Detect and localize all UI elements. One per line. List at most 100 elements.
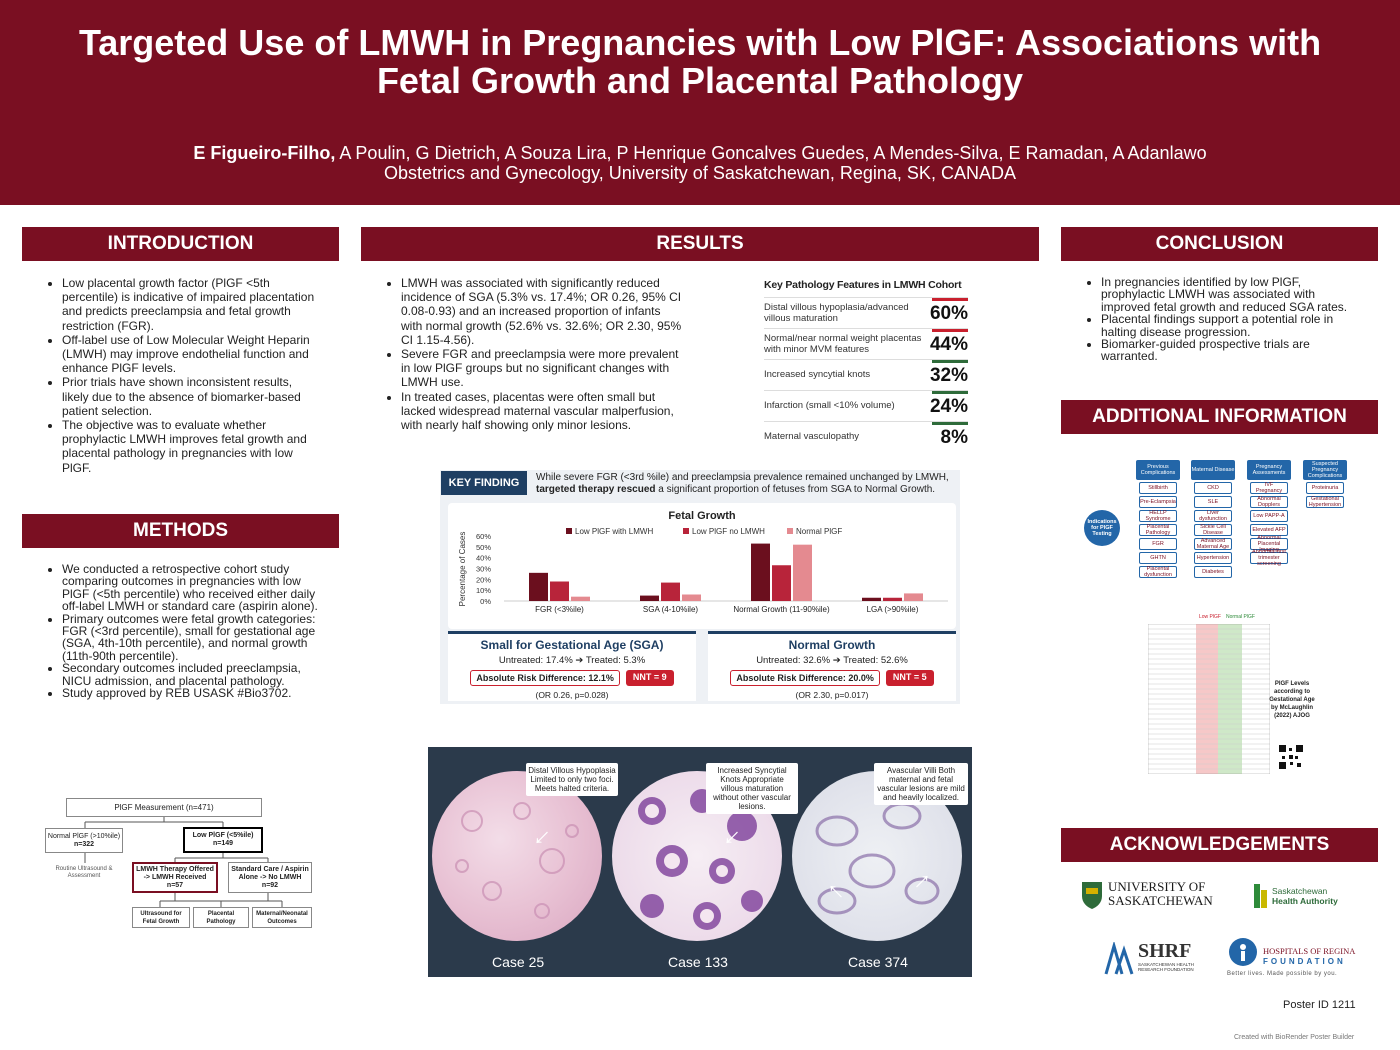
sga-nnt: NNT = 9 bbox=[625, 670, 674, 686]
pathology-row: Maternal vasculopathy 8% bbox=[764, 421, 968, 452]
micrograph-callout-3: Avascular Villi Both maternal and fetal … bbox=[874, 763, 968, 805]
key-finding-text-a: While severe FGR (<3rd %ile) and preecla… bbox=[536, 472, 949, 483]
x-tick-label: Normal Growth (11-90%ile) bbox=[733, 605, 830, 614]
y-tick-label: 20% bbox=[476, 575, 491, 584]
flow-std-label: Standard Care / Aspirin Alone -> No LMWH bbox=[231, 865, 309, 881]
bar bbox=[793, 544, 812, 601]
list-item: Low placental growth factor (PlGF <5th p… bbox=[62, 276, 319, 333]
conclusion-list: In pregnancies identified by low PlGF, p… bbox=[1083, 276, 1358, 363]
table-normal-label: Normal PlGF bbox=[1226, 614, 1255, 620]
indications-item: Placental dysfunction bbox=[1139, 566, 1177, 578]
coauthors: A Poulin, G Dietrich, A Souza Lira, P He… bbox=[335, 143, 1207, 163]
indications-column-head: Suspected Pregnancy Complications bbox=[1303, 460, 1347, 480]
pathology-title: Key Pathology Features in LMWH Cohort bbox=[764, 279, 962, 291]
indications-column-head: Previous Complications bbox=[1136, 460, 1180, 480]
bar bbox=[883, 597, 902, 601]
sga-ard: Absolute Risk Difference: 12.1% bbox=[470, 670, 620, 686]
shrf-mark-icon bbox=[1104, 942, 1134, 975]
indications-column-head: Maternal Disease bbox=[1191, 460, 1235, 480]
pathology-label: Normal/near normal weight placentas with… bbox=[764, 333, 922, 355]
plgf-reference-table bbox=[1148, 624, 1270, 774]
shrf-sub: SASKATCHEWAN HEALTH RESEARCH FOUNDATION bbox=[1138, 962, 1194, 972]
poster-id: Poster ID 1211 bbox=[1283, 999, 1356, 1011]
indications-item: Pre-Eclampsia bbox=[1139, 496, 1177, 508]
pathology-bar bbox=[932, 298, 968, 301]
indications-item: HELLP Syndrome bbox=[1139, 510, 1177, 522]
x-tick-label: FGR (<3%ile) bbox=[535, 605, 584, 614]
indications-item: FGR bbox=[1139, 538, 1177, 550]
indications-item: GHTN bbox=[1139, 552, 1177, 564]
legend-label: Low PlGF no LMWH bbox=[692, 527, 765, 536]
list-item: Study approved by REB USASK #Bio3702. bbox=[62, 687, 324, 700]
indications-item: Hypertension bbox=[1194, 552, 1232, 564]
micrograph-case-133 bbox=[612, 771, 782, 941]
indications-center: Indications for PlGF Testing bbox=[1084, 510, 1120, 546]
results-list: LMWH was associated with significantly r… bbox=[383, 276, 683, 432]
bar bbox=[904, 593, 923, 601]
list-item: Biomarker-guided prospective trials are … bbox=[1101, 338, 1358, 363]
sga-card-title: Small for Gestational Age (SGA) bbox=[480, 638, 664, 652]
y-tick-label: 50% bbox=[476, 543, 491, 552]
indications-item: Diabetes bbox=[1194, 566, 1232, 578]
hor-tagline: Better lives. Made possible by you. bbox=[1227, 971, 1338, 977]
bar bbox=[529, 572, 548, 601]
introduction-list: Low placental growth factor (PlGF <5th p… bbox=[44, 276, 319, 475]
shrf-name: SHRF bbox=[1138, 940, 1192, 962]
micrograph-case-25 bbox=[432, 771, 602, 941]
list-item: LMWH was associated with significantly r… bbox=[401, 276, 683, 347]
flow-lmwh-label: LMWH Therapy Offered -> LMWH Received bbox=[136, 865, 214, 881]
sga-or: (OR 0.26, p=0.028) bbox=[535, 690, 609, 700]
flow-outcome-ultrasound: Ultrasound for Fetal Growth bbox=[132, 907, 190, 928]
pathology-label: Maternal vasculopathy bbox=[764, 431, 860, 442]
hor-emblem-icon bbox=[1229, 938, 1257, 966]
builder-credit: Created with BioRender Poster Builder bbox=[1234, 1034, 1355, 1041]
indications-item: Liver dysfunction bbox=[1194, 510, 1232, 522]
pathology-value: 8% bbox=[940, 427, 968, 448]
legend-label: Low PlGF with LMWH bbox=[575, 527, 653, 536]
usask-line-2: SASKATCHEWAN bbox=[1108, 893, 1213, 908]
flow-standard-group: Standard Care / Aspirin Alone -> No LMWH… bbox=[228, 862, 312, 893]
case-label: Case 374 bbox=[848, 954, 908, 970]
y-tick-label: 0% bbox=[480, 597, 491, 606]
list-item: Secondary outcomes included preeclampsia… bbox=[62, 662, 324, 687]
list-item: We conducted a retrospective cohort stud… bbox=[62, 563, 324, 613]
key-finding-text-b: targeted therapy rescued bbox=[536, 484, 656, 495]
hor-name: HOSPITALS OF REGINA bbox=[1263, 946, 1356, 956]
hor-foundation: FOUNDATION bbox=[1263, 957, 1346, 966]
list-item: In pregnancies identified by low PlGF, p… bbox=[1101, 276, 1358, 313]
indications-item: Stillbirth bbox=[1139, 482, 1177, 494]
pathology-bar bbox=[932, 422, 968, 425]
flow-low-label: Low PlGF (<5%ile) bbox=[192, 832, 254, 839]
table-low-label: Low PlGF bbox=[1199, 614, 1221, 620]
normal-card-line: Untreated: 32.6% ➔ Treated: 52.6% bbox=[756, 655, 908, 666]
usask-line-1: UNIVERSITY OF bbox=[1108, 879, 1206, 894]
y-tick-label: 60% bbox=[476, 532, 491, 541]
normal-ard: Absolute Risk Difference: 20.0% bbox=[730, 670, 880, 686]
indications-item: Proteinuria bbox=[1306, 482, 1344, 494]
flow-normal-label: Normal PlGF (>10%ile) bbox=[47, 832, 121, 840]
normal-growth-card: Normal Growth Untreated: 32.6% ➔ Treated… bbox=[708, 631, 956, 701]
y-axis-label: Percentage of Cases bbox=[458, 532, 467, 607]
authors: E Figueiro-Filho, A Poulin, G Dietrich, … bbox=[40, 143, 1360, 183]
y-tick-label: 30% bbox=[476, 565, 491, 574]
indications-item: IVF Pregnancy bbox=[1250, 482, 1288, 494]
chart-title: Fetal Growth bbox=[668, 510, 736, 522]
key-finding-text-c: a significant proportion of fetuses from… bbox=[655, 484, 936, 495]
sga-card: Small for Gestational Age (SGA) Untreate… bbox=[448, 631, 696, 701]
flow-plgf-measurement: PlGF Measurement (n=471) bbox=[66, 798, 262, 817]
x-tick-label: SGA (4-10%ile) bbox=[643, 605, 698, 614]
bar bbox=[682, 594, 701, 601]
pathology-row: Normal/near normal weight placentas with… bbox=[764, 328, 968, 359]
micrograph-panel: Distal Villous Hypoplasia Limited to onl… bbox=[428, 747, 972, 977]
indications-item: Placental Pathology bbox=[1139, 524, 1177, 536]
bar bbox=[550, 581, 569, 601]
acknowledgements-heading: ACKNOWLEDGEMENTS bbox=[1061, 828, 1378, 862]
legend-swatch bbox=[683, 528, 689, 534]
indications-item: SLE bbox=[1194, 496, 1232, 508]
pathology-row: Distal villous hypoplasia/advanced villo… bbox=[764, 297, 968, 328]
poster-header: Targeted Use of LMWH in Pregnancies with… bbox=[0, 0, 1400, 205]
qr-code-icon bbox=[1279, 745, 1303, 769]
